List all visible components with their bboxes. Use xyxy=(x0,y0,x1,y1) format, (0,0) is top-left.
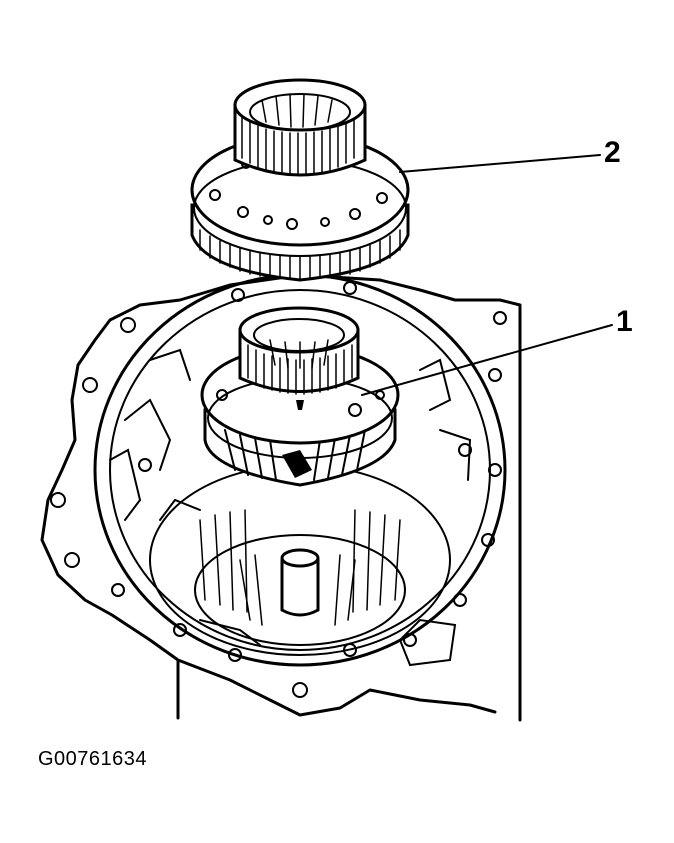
leader-line-1 xyxy=(361,324,613,396)
gear-set-hub-bore xyxy=(253,318,345,352)
callout-label-2: 2 xyxy=(604,136,621,169)
callout-label-1: 1 xyxy=(616,305,633,338)
bolt-hole xyxy=(453,593,467,607)
housing-outer-splines xyxy=(199,229,401,281)
bolt-hole xyxy=(82,377,98,393)
leader-line-2 xyxy=(399,154,601,173)
bolt-hole xyxy=(292,682,308,698)
housing-hub-bore xyxy=(249,93,351,131)
bolt-hole xyxy=(343,281,357,295)
bolt-hole xyxy=(173,623,187,637)
hub-splines xyxy=(247,339,353,395)
housing-hub-splines xyxy=(241,93,355,175)
case-flange-outline xyxy=(40,273,522,722)
bolt-hole xyxy=(488,463,502,477)
case-internal-ribs xyxy=(109,348,472,667)
case-bolt-holes xyxy=(50,281,507,698)
gear-set-hub-top xyxy=(238,306,360,354)
transmission-case xyxy=(40,273,522,722)
figure-id-code: G00761634 xyxy=(38,748,148,770)
bolt-hole xyxy=(458,443,472,457)
bolt-hole xyxy=(64,552,80,568)
part-2-clutch-housing xyxy=(190,78,410,282)
input-shaft xyxy=(280,548,320,617)
bolt-hole xyxy=(488,368,502,382)
bolt-hole xyxy=(50,492,66,508)
bolt-hole xyxy=(138,458,152,472)
bolt-hole xyxy=(111,583,125,597)
carrier-hole xyxy=(375,390,385,400)
bolt-hole xyxy=(343,643,357,657)
bolt-hole xyxy=(228,648,242,662)
part-1-planetary-gear-set xyxy=(200,306,400,487)
bolt-hole xyxy=(493,311,507,325)
bolt-hole xyxy=(481,533,495,547)
case-internal-splines xyxy=(199,509,401,626)
leader-lines xyxy=(361,154,613,396)
case-bore-floor xyxy=(194,534,406,646)
bolt-hole xyxy=(403,633,417,647)
carrier-tab xyxy=(296,400,304,410)
bolt-hole xyxy=(120,317,136,333)
carrier-hole xyxy=(348,403,362,417)
carrier-hole xyxy=(216,389,228,401)
bolt-hole xyxy=(231,288,245,302)
